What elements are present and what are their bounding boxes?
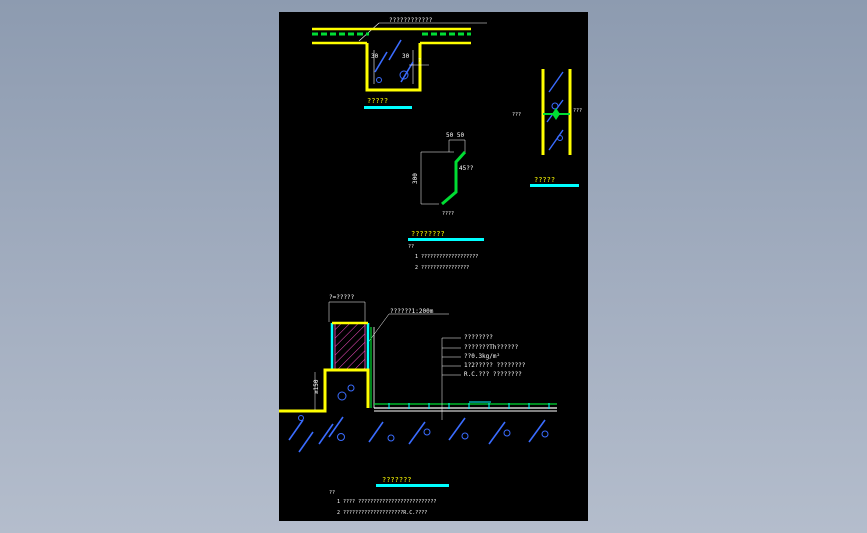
detail-bottom-top-label: ?=?????	[329, 294, 355, 301]
detail-mid-note-2: 2 ????????????????	[415, 265, 469, 271]
detail-mid-dim-height: 300	[412, 173, 419, 184]
layer-label-5: R.C.??? ????????	[464, 371, 522, 378]
detail-right-left-label: ???	[512, 112, 521, 118]
detail-mid-dim-top: 50 50	[446, 132, 464, 139]
detail-bottom-note-1: 1 ???? ??????????????????????????	[337, 499, 436, 505]
detail-bottom-height-dim: ≥150	[313, 379, 320, 394]
cad-drawing: ???????????? 30 30 ? ????? ???	[279, 17, 582, 516]
detail-right-right-label: ???	[573, 108, 582, 114]
detail-right-title: ?????	[534, 176, 555, 184]
detail-top: ???????????? 30 30 ? ?????	[312, 17, 487, 109]
layer-label-2: ???????Th??????	[464, 344, 519, 351]
detail-mid-notes-header: ??	[408, 244, 414, 250]
layer-label-4: 1?2????? ????????	[464, 362, 526, 369]
cad-viewport[interactable]: ???????????? 30 30 ? ????? ???	[279, 12, 588, 521]
detail-bottom-title: ???????	[382, 476, 412, 484]
detail-top-dim-left: 30	[371, 53, 379, 60]
layer-label-1: ????????	[464, 334, 493, 341]
detail-top-dim-right: 30	[402, 53, 410, 60]
detail-top-dim-small: ?	[418, 58, 421, 64]
detail-mid-note-1: 1 ???????????????????	[415, 254, 478, 260]
detail-mid-label-angle: 45??	[459, 165, 474, 172]
detail-mid-label-bottom: ????	[442, 211, 454, 217]
detail-bottom: ?=????? ??????1:200m ≥150	[279, 294, 557, 516]
detail-right: ??? ??? ?????	[512, 69, 582, 187]
layer-label-3: ??0.3kg/m²	[464, 353, 500, 360]
detail-mid-title: ????????	[411, 230, 445, 238]
detail-mid: 50 50 300 45?? ???? ???????? ?? 1 ??????…	[408, 132, 484, 271]
detail-bottom-callout: ??????1:200m	[390, 308, 434, 315]
detail-top-title: ?????	[367, 97, 388, 105]
detail-top-callout: ????????????	[389, 17, 433, 24]
detail-bottom-note-2: 2 ????????????????????R.C.????	[337, 510, 427, 516]
detail-bottom-notes-header: ??	[329, 490, 335, 496]
